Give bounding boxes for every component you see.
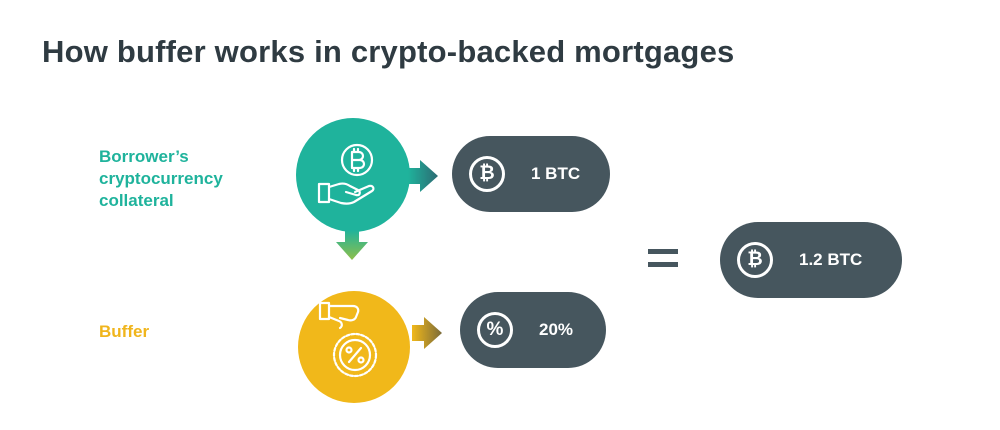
equals-sign xyxy=(648,249,678,275)
buffer-percent-pill: % 20% xyxy=(460,292,606,368)
bitcoin-icon: ₿ xyxy=(737,242,773,278)
total-btc-pill: ₿ 1.2 BTC xyxy=(720,222,902,298)
arrow-right-icon xyxy=(408,160,438,192)
buffer-circle xyxy=(298,291,410,403)
arrow-right-icon xyxy=(412,317,442,349)
buffer-percent-text: 20% xyxy=(539,320,574,339)
page-title: How buffer works in crypto-backed mortga… xyxy=(42,34,735,69)
btc-amount-text: 1 BTC xyxy=(531,164,581,183)
total-btc-text: 1.2 BTC xyxy=(799,250,863,269)
hand-dropping-percent-coin-icon xyxy=(318,301,378,378)
collateral-label: Borrower’s cryptocurrency collateral xyxy=(99,147,223,210)
percent-icon: % xyxy=(477,312,513,348)
buffer-label: Buffer xyxy=(99,322,150,341)
bitcoin-icon: ₿ xyxy=(469,156,505,192)
collateral-circle xyxy=(296,118,410,232)
arrow-down-icon xyxy=(336,230,368,260)
btc-amount-pill: ₿ 1 BTC xyxy=(452,136,610,212)
hand-holding-bitcoin-icon xyxy=(317,143,375,205)
